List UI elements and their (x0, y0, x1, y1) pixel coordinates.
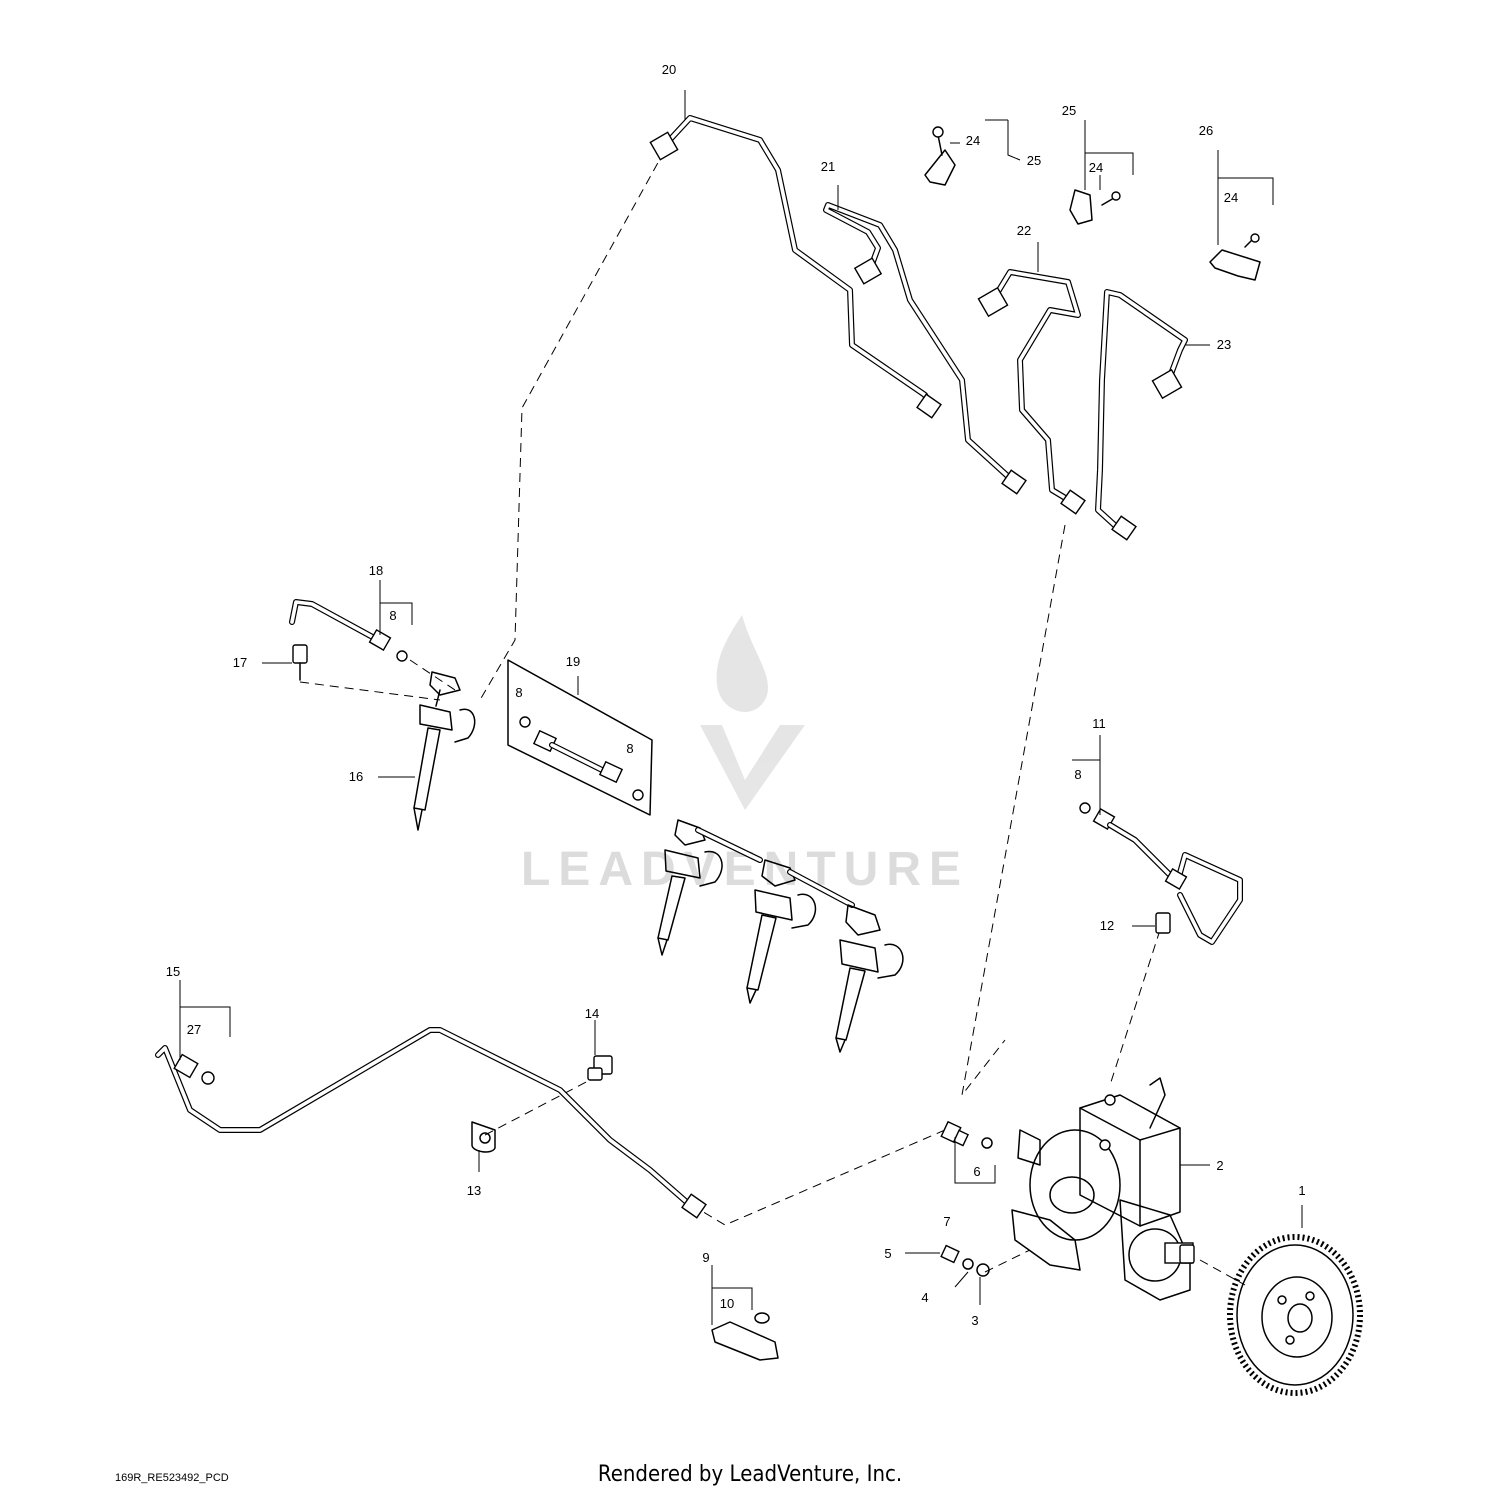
callout-7: 7 (943, 1214, 950, 1229)
callout-2: 2 (1216, 1158, 1223, 1173)
injection-line-22 (977, 269, 1086, 515)
callout-13: 13 (467, 1183, 481, 1198)
callout-18: 18 (369, 563, 383, 578)
callout-3: 3 (971, 1313, 978, 1328)
callout-15: 15 (166, 964, 180, 979)
callout-8-c: 8 (626, 741, 633, 756)
clamp-26 (1209, 233, 1261, 281)
callout-10: 10 (720, 1296, 734, 1311)
callout-20: 20 (662, 62, 676, 77)
leak-off-tube-19 (507, 659, 653, 816)
leak-off-line-18 (289, 599, 408, 662)
diagram-code: 169R_RE523492_PCD (115, 1472, 229, 1484)
callout-16: 16 (349, 769, 363, 784)
clamp-25-lower (1069, 189, 1121, 225)
callout-6: 6 (973, 1164, 980, 1179)
injection-pump-2 (1011, 1077, 1195, 1301)
bolt-14 (587, 1055, 613, 1081)
callout-24-a: 24 (966, 133, 980, 148)
callout-26: 26 (1199, 123, 1213, 138)
callout-21: 21 (821, 159, 835, 174)
callout-8-b: 8 (515, 685, 522, 700)
callout-22: 22 (1017, 223, 1031, 238)
injector-16 (413, 671, 476, 831)
bolt-17 (292, 644, 308, 681)
callout-19: 19 (566, 654, 580, 669)
callout-5: 5 (884, 1246, 891, 1261)
injection-line-23 (1095, 289, 1188, 541)
nut-washer-3-4-5 (940, 1244, 990, 1277)
injector-b (746, 859, 855, 1004)
callout-4: 4 (921, 1290, 928, 1305)
callout-25-a: 25 (1027, 153, 1041, 168)
clip-13 (471, 1121, 496, 1153)
assembly-dashed-lines (299, 149, 1246, 1286)
sensor-9 (711, 1312, 779, 1361)
callout-8-d: 8 (1074, 767, 1081, 782)
injection-line-21 (823, 202, 1027, 495)
injector-c (835, 904, 904, 1053)
callout-25-b: 25 (1062, 103, 1076, 118)
fitting-12 (1155, 912, 1171, 934)
clamp-25-upper (924, 126, 956, 186)
fuel-line-11 (1079, 802, 1243, 945)
fitting-7 (940, 1120, 993, 1149)
callout-14: 14 (585, 1006, 599, 1021)
callout-labels: 1 2 3 4 5 6 7 8 8 8 8 9 10 11 12 13 14 1… (166, 62, 1306, 1328)
render-credit: Rendered by LeadVenture, Inc. (597, 1462, 903, 1487)
callout-11: 11 (1092, 716, 1106, 731)
callout-12: 12 (1100, 918, 1114, 933)
callout-17: 17 (233, 655, 247, 670)
leader-lines (179, 90, 1303, 1325)
callout-9: 9 (702, 1250, 709, 1265)
fuel-line-15 (155, 1027, 707, 1219)
callout-24-b: 24 (1089, 160, 1103, 175)
callout-8-a: 8 (389, 608, 396, 623)
injection-line-20 (649, 115, 942, 419)
callout-1: 1 (1298, 1183, 1305, 1198)
drive-gear-1 (1227, 1234, 1363, 1396)
callout-24-c: 24 (1224, 190, 1238, 205)
watermark-flame-logo (700, 615, 805, 810)
injector-a (657, 819, 763, 956)
callout-27: 27 (187, 1022, 201, 1037)
callout-23: 23 (1217, 337, 1231, 352)
